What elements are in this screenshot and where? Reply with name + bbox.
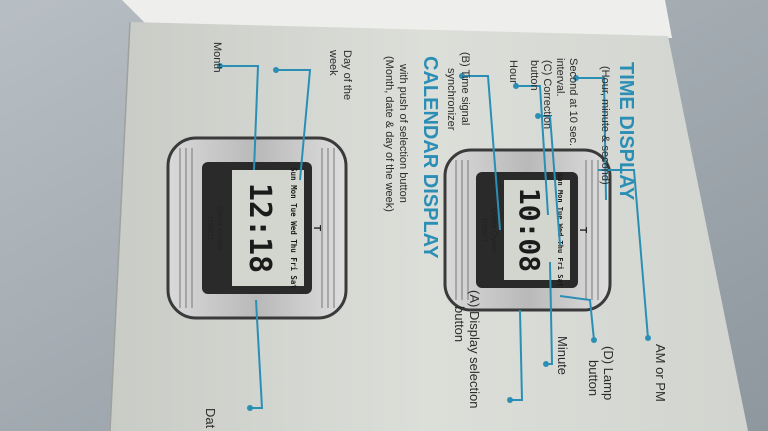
- calendar-sub-2: (Month, date & day of the week): [383, 56, 395, 212]
- label-time-signal-2: synchronizer: [445, 68, 457, 131]
- time-subheading: (Hour, minute & second): [599, 66, 611, 185]
- label-lamp-2: button: [586, 360, 601, 396]
- watch-model-2: Quartz Crystal: [216, 206, 223, 251]
- watch-calendar-display: Sun Mon Tue Wed Thu Fri Sat 12:18 Quartz…: [166, 136, 348, 320]
- label-day-of-week-2: week: [327, 49, 339, 76]
- page-spine: [109, 21, 131, 431]
- label-month: Month: [211, 42, 223, 73]
- label-second-2: interval.: [554, 58, 566, 97]
- watch-lcd-2: [232, 170, 304, 286]
- watch-time-display: Sun Mon Tue Wed Thu Fri Sat 10:08 Quartz…: [443, 148, 612, 312]
- label-correction-2: button: [528, 60, 540, 91]
- watch-brand-2: TISSOT: [206, 215, 213, 241]
- lcd-date: 12:18: [242, 183, 277, 273]
- calendar-sub-1: with push of selection button: [397, 63, 409, 203]
- label-hour: Hour: [507, 60, 519, 84]
- watch-brand: TISSOT: [480, 217, 487, 243]
- label-display-selection-1: (A) Display selection: [467, 290, 482, 409]
- time-heading: TIME DISPLAY: [615, 62, 637, 201]
- label-minute: Minute: [555, 336, 570, 375]
- lcd-time: 10:08: [513, 188, 546, 272]
- label-display-selection-2: button: [452, 306, 467, 342]
- leader-lines: [217, 63, 651, 411]
- label-date-partial: Dat: [203, 408, 218, 429]
- watch-lcd: [504, 180, 570, 280]
- label-second-1: Second at 10 sec.: [567, 58, 579, 146]
- label-time-signal-1: (B) Time signal: [459, 52, 471, 125]
- watch-logo: T: [577, 227, 588, 233]
- label-lamp-1: (D) Lamp: [601, 346, 616, 400]
- lcd-days-2: Sun Mon Tue Wed Thu Fri Sat: [289, 167, 298, 289]
- label-day-of-week-1: Day of the: [341, 50, 353, 100]
- watch-logo-2: T: [311, 225, 322, 231]
- label-am-pm: AM or PM: [653, 344, 668, 402]
- booklet-page: [110, 22, 748, 431]
- calendar-heading: CALENDAR DISPLAY: [419, 56, 441, 259]
- lcd-days: Sun Mon Tue Wed Thu Fri Sat: [556, 173, 564, 287]
- label-correction-1: (C) Correction: [541, 60, 553, 129]
- watch-model: Quartz Crystal: [490, 208, 497, 253]
